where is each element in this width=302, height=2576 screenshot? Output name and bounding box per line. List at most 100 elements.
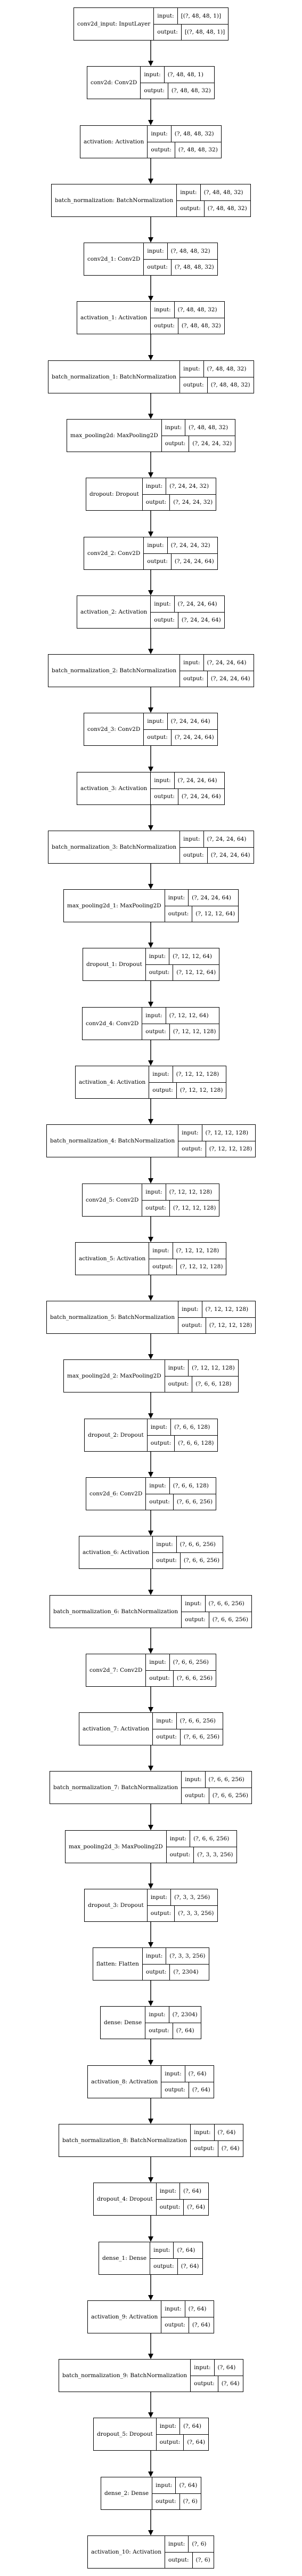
output-shape: (?, 48, 48, 32)	[181, 323, 221, 329]
input-shape: (?, 2304)	[172, 2011, 198, 2018]
input-shape: (?, 6, 6, 128)	[173, 1482, 209, 1489]
input-shape: (?, 6, 6, 256)	[193, 1835, 230, 1842]
input-row: input:(?, 12, 12, 128)	[178, 1125, 255, 1141]
output-label: output:	[151, 788, 178, 804]
output-label: output:	[165, 906, 193, 922]
output-label: output:	[177, 200, 205, 216]
input-label: input:	[157, 2183, 181, 2199]
input-shape: (?, 48, 48, 32)	[207, 365, 247, 372]
input-shape: (?, 12, 12, 128)	[205, 1306, 249, 1313]
input-shape: [(?, 48, 48, 1)]	[181, 12, 222, 19]
input-label: input:	[182, 1596, 206, 1612]
output-shape: (?, 64)	[176, 2027, 194, 2034]
layer-io-table: input:(?, 48, 48, 32)output:(?, 24, 24, …	[161, 420, 235, 452]
output-row: output:(?, 48, 48, 32)	[151, 317, 224, 334]
output-label: output:	[157, 2434, 184, 2450]
output-label: output:	[146, 1670, 174, 1686]
layer-name: dense_2: Dense	[101, 2477, 153, 2509]
input-shape: (?, 64)	[183, 2187, 201, 2194]
output-label: output:	[165, 1376, 193, 1392]
input-shape: (?, 64)	[179, 2482, 198, 2489]
input-label: input:	[153, 1713, 177, 1729]
layer-io-table: input:(?, 24, 24, 64)output:(?, 24, 24, …	[151, 596, 224, 628]
layer-io-table: input:(?, 6, 6, 256)output:(?, 6, 6, 256…	[153, 1713, 223, 1745]
layer-name: batch_normalization_7: BatchNormalizatio…	[50, 1772, 182, 1804]
output-row: output:(?, 48, 48, 32)	[148, 141, 221, 158]
output-row: output:(?, 6)	[152, 2493, 201, 2509]
output-shape: (?, 64)	[187, 2204, 206, 2211]
layer-io-table: input:(?, 6, 6, 128)output:(?, 6, 6, 256…	[146, 1478, 216, 1510]
layer-name: activation_7: Activation	[79, 1713, 153, 1745]
input-label: input:	[180, 831, 204, 847]
layer-name: conv2d_input: InputLayer	[74, 8, 154, 40]
output-label: output:	[143, 494, 170, 510]
output-row: output:(?, 12, 12, 128)	[178, 1140, 256, 1157]
layer-name: activation_3: Activation	[77, 772, 151, 804]
layer-node: batch_normalization_8: BatchNormalizatio…	[59, 2124, 243, 2157]
input-label: input:	[177, 184, 201, 200]
output-row: output:(?, 64)	[161, 2316, 214, 2333]
input-label: input:	[143, 1948, 167, 1964]
input-label: input:	[161, 2066, 185, 2082]
output-shape: (?, 64)	[192, 2322, 210, 2329]
output-row: output:(?, 6, 6, 256)	[182, 1787, 251, 1804]
layer-io-table: input:(?, 48, 48, 32)output:(?, 48, 48, …	[144, 243, 217, 275]
output-row: output:(?, 24, 24, 64)	[180, 670, 254, 687]
input-row: input:(?, 64)	[150, 2242, 202, 2258]
output-shape: (?, 6)	[183, 2498, 198, 2505]
input-label: input:	[191, 2124, 215, 2140]
input-shape: (?, 6, 6, 256)	[179, 1717, 216, 1724]
output-label: output:	[178, 1317, 206, 1333]
output-row: output:(?, 12, 12, 64)	[165, 905, 239, 922]
output-row: output:(?, 24, 24, 64)	[144, 729, 217, 745]
layer-name: dropout_2: Dropout	[85, 1419, 148, 1451]
output-label: output:	[146, 1494, 174, 1510]
input-row: input:(?, 6, 6, 128)	[148, 1419, 217, 1435]
output-label: output:	[180, 671, 208, 687]
output-row: output:(?, 64)	[161, 2081, 214, 2098]
layer-name: conv2d_7: Conv2D	[86, 1654, 146, 1686]
input-label: input:	[144, 243, 168, 259]
output-row: output:(?, 24, 24, 32)	[161, 435, 235, 452]
output-row: output:[(?, 48, 48, 1)]	[154, 23, 228, 40]
layer-io-table: input:(?, 12, 12, 64)output:(?, 12, 12, …	[145, 948, 219, 980]
input-row: input:(?, 2304)	[145, 2007, 201, 2023]
layer-io-table: input:(?, 48, 48, 32)output:(?, 48, 48, …	[148, 126, 221, 158]
output-label: output:	[143, 1964, 170, 1980]
layer-name: dropout_5: Dropout	[94, 2418, 157, 2450]
output-label: output:	[141, 83, 168, 99]
layer-io-table: input:(?, 12, 12, 128)output:(?, 12, 12,…	[178, 1125, 256, 1157]
layer-name: batch_normalization_2: BatchNormalizatio…	[48, 655, 181, 687]
input-row: input:(?, 6)	[165, 2536, 214, 2552]
input-row: input:(?, 6, 6, 256)	[182, 1772, 251, 1788]
output-shape: (?, 24, 24, 64)	[174, 734, 214, 741]
input-shape: (?, 24, 24, 64)	[177, 600, 217, 607]
input-row: input:(?, 6, 6, 256)	[153, 1713, 223, 1729]
layer-io-table: input:(?, 24, 24, 64)output:(?, 24, 24, …	[180, 831, 254, 863]
input-label: input:	[178, 1125, 202, 1141]
output-label: output:	[151, 318, 178, 334]
output-row: output:(?, 3, 3, 256)	[147, 1905, 217, 1921]
input-label: input:	[151, 302, 175, 318]
output-row: output:(?, 3, 3, 256)	[166, 1846, 236, 1863]
layer-name: activation_2: Activation	[77, 596, 151, 628]
output-shape: (?, 64)	[192, 2087, 210, 2094]
output-label: output:	[148, 142, 175, 158]
input-row: input:(?, 64)	[191, 2124, 242, 2140]
input-label: input:	[143, 478, 167, 494]
layer-io-table: input:(?, 6, 6, 256)output:(?, 6, 6, 256…	[182, 1772, 251, 1804]
layer-io-table: input:(?, 24, 24, 32)output:(?, 24, 24, …	[144, 537, 217, 569]
output-row: output:(?, 12, 12, 128)	[149, 1082, 226, 1098]
layer-name: activation_10: Activation	[88, 2536, 165, 2568]
input-label: input:	[165, 1360, 189, 1376]
input-label: input:	[142, 1008, 166, 1024]
output-row: output:(?, 24, 24, 32)	[142, 494, 216, 510]
input-shape: (?, 48, 48, 32)	[170, 247, 210, 254]
output-label: output:	[144, 729, 172, 745]
input-row: input:(?, 12, 12, 128)	[149, 1243, 226, 1259]
